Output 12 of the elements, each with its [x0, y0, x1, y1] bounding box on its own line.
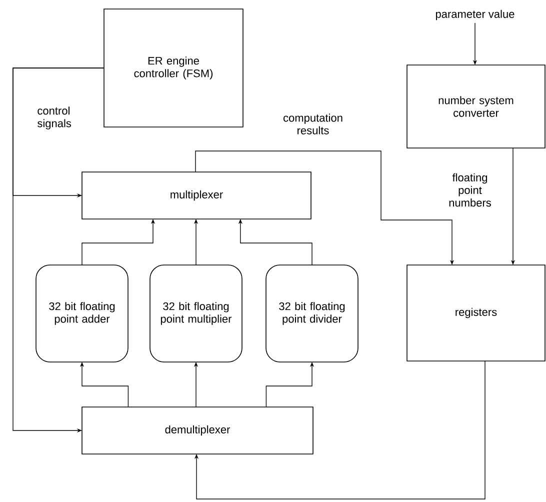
multiplexer-box: multiplexer	[82, 172, 312, 220]
multiplier-box: 32 bit floating point multiplier	[150, 264, 242, 362]
edge-label: control signals	[38, 106, 72, 130]
input-text: parameter value	[436, 10, 514, 20]
converter-box: number system converter	[406, 64, 546, 148]
demultiplexer-box: demultiplexer	[82, 406, 314, 454]
adder-box: 32 bit floating point adder	[36, 264, 128, 362]
arrow	[194, 360, 486, 500]
registers-box: registers	[406, 264, 546, 362]
controller-box: ER engine controller (FSM)	[104, 8, 244, 128]
edge-label: computation results	[284, 114, 342, 134]
edge-label: floating point numbers	[449, 173, 491, 207]
